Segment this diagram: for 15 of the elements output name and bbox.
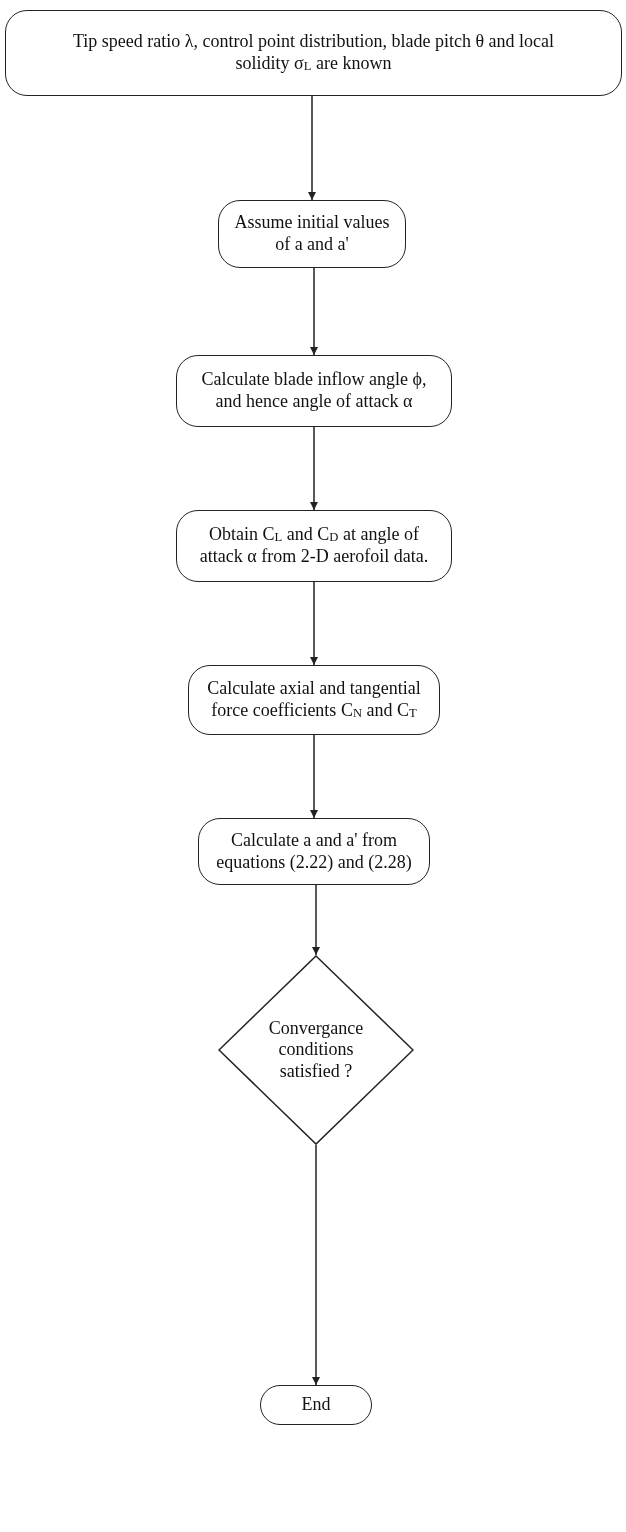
arrow [310, 267, 318, 356]
process-box: Calculate a and a' from equations (2.22) and (2.28) [198, 818, 430, 885]
process-box: Calculate axial and tangential force coefficients C$_{N}$ and C$_{T}$ [188, 665, 440, 735]
arrow [308, 95, 316, 201]
arrow [310, 426, 318, 511]
end-terminal: End [260, 1385, 372, 1425]
process-box: Assume initial values of a and a' [218, 200, 406, 268]
arrow [310, 581, 318, 666]
decision-diamond: Convergance conditions satisfied ? [218, 955, 414, 1145]
process-box: Obtain C$_{L}$ and C$_{D}$ at angle of attack α from 2-D aerofoil data. [176, 510, 452, 582]
arrow [310, 734, 318, 819]
arrow [312, 884, 320, 956]
start-box: Tip speed ratio λ, control point distribution, blade pitch θ and local solidity σ$_{L}$ are known [5, 10, 622, 96]
arrow [312, 1144, 320, 1386]
process-box: Calculate blade inflow angle ϕ, and hence angle of attack α [176, 355, 452, 427]
